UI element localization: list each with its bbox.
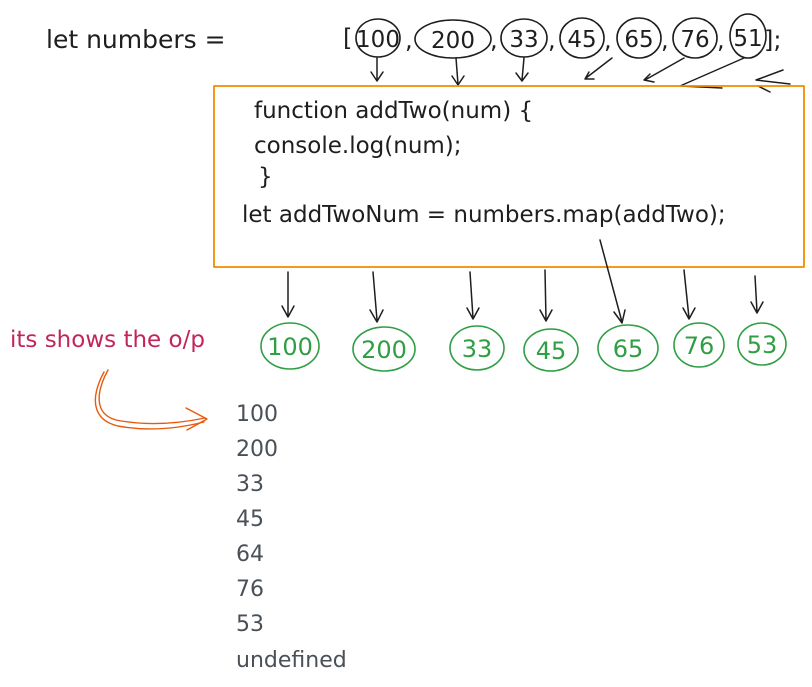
output-label: its shows the o/p [10,327,205,353]
function-box-border [213,85,805,268]
array-element-2: 200 [414,19,492,59]
pointer-arrow [94,369,208,431]
console-output-line: 76 [236,577,264,602]
array-declaration: let numbers = [ 100 , 200 , 33 , 45 , 65… [46,13,781,59]
console-output-line: 200 [236,437,278,462]
array-element-7: 51 [729,13,767,59]
array-element-circle [500,18,548,58]
arrow-diagonal [584,57,613,80]
function-declaration: function addTwo(num) { [254,98,533,124]
result-value: 200 [361,336,407,364]
console-output-line: undefined [236,648,347,673]
array-element-value: 33 [509,27,538,53]
function-closing-brace: } [258,164,273,190]
map-statement: let addTwoNum = numbers.map(addTwo); [242,202,726,228]
arrow-down [682,269,696,320]
result-item-7: 53 [737,322,787,366]
array-element-3: 33 [500,18,548,58]
array-element-1: 100 [355,18,401,58]
array-separator: , [661,26,669,54]
array-element-6: 76 [672,17,718,59]
result-circle [523,328,579,372]
array-separator: , [405,26,413,54]
function-box: function addTwo(num) { console.log(num);… [213,85,805,268]
result-circle [352,326,416,372]
arrow-down [281,271,295,318]
array-close-bracket: ]; [764,26,781,54]
pointer-head [185,407,208,431]
console-log-call: console.log(num); [254,133,462,159]
array-element-5: 65 [616,17,662,59]
arrow-down [539,269,553,322]
array-element-value: 100 [356,27,400,53]
array-element-circle [559,17,605,59]
arrow-down [750,275,764,314]
console-output: 100 200 33 45 64 76 53 undefined [236,402,347,673]
result-item-6: 76 [673,322,725,368]
array-separator: , [604,26,612,54]
result-value: 45 [536,337,567,365]
result-value: 33 [462,335,493,363]
arrow-down [369,271,384,323]
input-arrows [370,57,791,93]
arrow-diagonal [755,69,791,93]
result-circle [449,325,505,371]
array-element-4: 45 [559,17,605,59]
arrow-down [515,57,529,82]
result-item-4: 45 [523,328,579,372]
array-element-value: 200 [431,28,475,54]
array-element-value: 65 [624,27,653,53]
console-output-line: 33 [236,472,264,497]
output-arrows [281,239,764,324]
array-element-value: 45 [567,27,596,53]
result-item-5: 65 [597,324,659,372]
pointer-curve [98,369,206,425]
console-output-line: 53 [236,612,264,637]
declaration-prefix: let numbers = [46,25,226,54]
result-value: 53 [747,331,778,359]
array-element-value: 76 [680,27,709,53]
result-circle [597,324,659,372]
result-value: 100 [267,333,313,361]
array-element-circle [672,17,718,59]
result-item-1: 100 [260,322,320,370]
array-element-value: 51 [733,26,762,52]
array-separator: , [717,26,725,54]
array-separator: , [490,26,498,54]
arrow-diagonal [599,239,626,324]
arrow-down [451,57,465,86]
console-output-line: 64 [236,542,264,567]
result-item-2: 200 [352,326,416,372]
result-value: 76 [684,332,715,360]
result-value: 65 [613,335,644,363]
array-element-circle [414,19,492,59]
result-circle [260,322,320,370]
array-element-circle [355,18,401,58]
result-circle [673,322,725,368]
arrow-diagonal [679,57,745,89]
result-item-3: 33 [449,325,505,371]
arrow-down [466,271,480,320]
array-open-bracket: [ [343,24,352,52]
array-separator: , [548,26,556,54]
result-circle [737,322,787,366]
arrow-down [370,57,384,82]
arrow-diagonal [643,57,685,83]
array-element-circle [616,17,662,59]
array-element-circle [729,13,767,59]
console-output-line: 100 [236,402,278,427]
pointer-curve-echo [94,371,205,430]
console-output-line: 45 [236,507,264,532]
result-values: 100 200 33 45 65 76 53 [260,322,787,372]
